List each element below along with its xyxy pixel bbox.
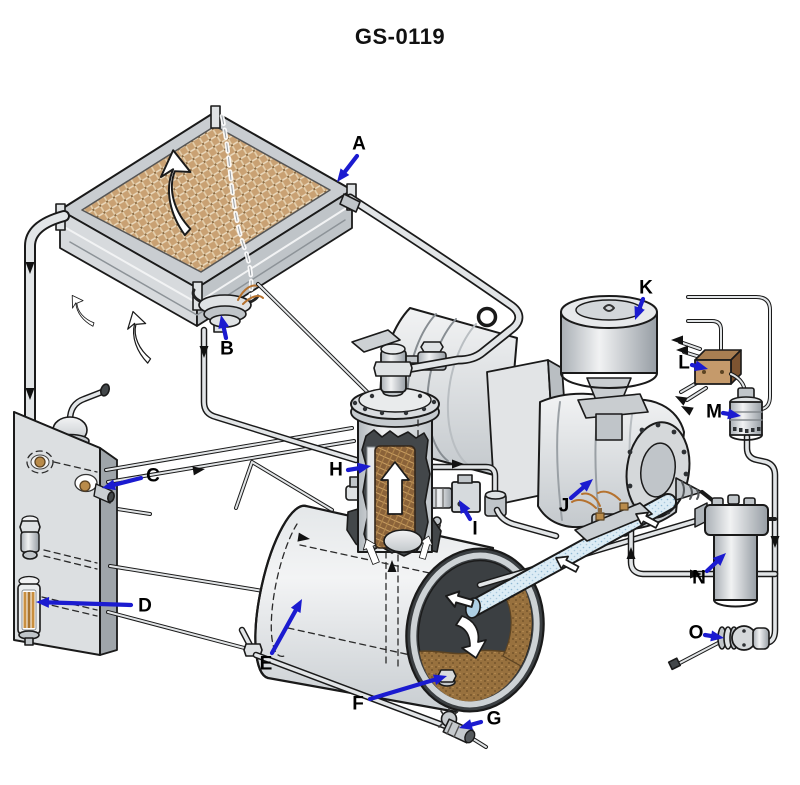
radiator-corner-post — [210, 105, 221, 129]
discharge-to-cooler-pipe — [339, 193, 524, 374]
callout-letter-F: F — [352, 694, 364, 715]
oil-filter-canister — [713, 534, 758, 601]
control-lines — [104, 426, 356, 652]
callout-H: H — [329, 460, 371, 481]
callout-A: A — [337, 134, 366, 182]
filter-wing-nut — [603, 304, 615, 312]
control-panel — [13, 411, 118, 656]
thermal-valve — [667, 625, 770, 671]
callout-letter-H: H — [329, 460, 343, 481]
minimum-pressure-valve — [351, 329, 413, 397]
panel-valve — [19, 515, 41, 560]
callout-F: F — [352, 674, 447, 715]
callout-letter-J: J — [559, 496, 570, 517]
panel-fitting-c — [79, 480, 91, 492]
cooling-fan-motor — [191, 284, 264, 328]
callout-D: D — [36, 596, 152, 617]
callout-letter-L: L — [678, 353, 690, 374]
callout-letter-A: A — [352, 134, 366, 155]
callout-K: K — [634, 278, 653, 320]
cooler-inlet-fitting — [339, 193, 361, 213]
tank-drain-line — [238, 626, 488, 749]
callout-letter-I: I — [472, 519, 477, 540]
intake-air-arrow — [65, 291, 101, 330]
callout-O: O — [689, 623, 724, 644]
callout-letter-O: O — [689, 623, 704, 644]
callout-E: E — [260, 599, 302, 675]
callout-letter-D: D — [138, 596, 152, 617]
callout-letter-N: N — [692, 568, 706, 589]
callout-letter-K: K — [639, 278, 653, 299]
temp-sensor — [571, 492, 605, 521]
callout-letter-C: C — [146, 466, 160, 487]
oil-sight-glass — [17, 575, 41, 646]
temp-sensor — [597, 490, 629, 511]
callout-I: I — [459, 500, 478, 540]
scavenge-dome — [383, 529, 423, 553]
callout-C: C — [102, 466, 160, 491]
callout-letter-M: M — [706, 402, 722, 423]
hose-bracket — [574, 502, 653, 542]
separator-tower — [346, 329, 442, 567]
aftercooler-radiator — [55, 105, 357, 333]
callout-letter-E: E — [260, 654, 273, 675]
air-filter — [560, 295, 658, 441]
control-canister — [729, 387, 763, 441]
callout-L: L — [678, 353, 708, 374]
callout-J: J — [559, 479, 593, 517]
callout-letter-B: B — [220, 339, 234, 360]
oil-filter — [694, 494, 769, 608]
callout-N: N — [692, 553, 726, 589]
callout-letter-G: G — [487, 709, 502, 730]
intake-air-arrow — [121, 308, 161, 366]
check-valve-assembly — [408, 459, 560, 541]
callout-B: B — [218, 315, 234, 360]
tank-flow-arrows — [437, 587, 487, 687]
page-title: GS-0119 — [354, 24, 446, 49]
callout-layer: A B C D E F G H I J K L M N O — [36, 134, 741, 730]
lifting-eye — [476, 306, 498, 328]
fan-wire — [237, 284, 259, 301]
callout-M: M — [706, 402, 741, 423]
panel-fitting-upper — [34, 456, 46, 468]
airend-shaft — [675, 477, 718, 505]
callout-G: G — [459, 709, 501, 730]
